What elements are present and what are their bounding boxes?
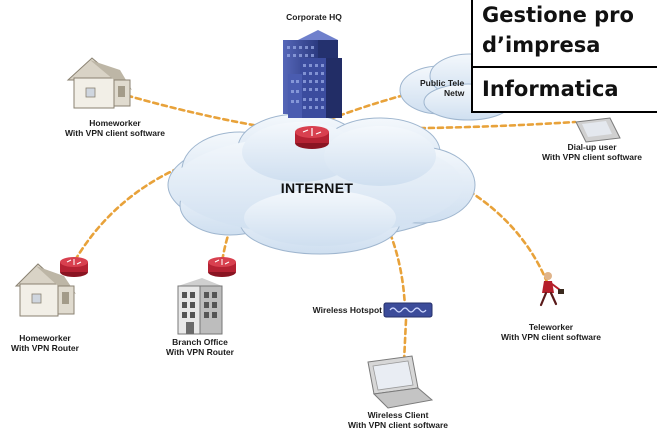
branch-office-building-icon <box>177 278 223 335</box>
homeworker-router-detail: With VPN Router <box>11 343 79 353</box>
homeworker-router-name: Homeworker <box>19 333 71 343</box>
wireless-hotspot-label: Wireless Hotspot <box>312 305 382 315</box>
wireless-client-label: Wireless Client With VPN client software <box>334 410 462 430</box>
wireless-hotspot-icon <box>383 302 433 318</box>
homeworker-top-house-icon <box>66 57 132 109</box>
course-subject-row: Informatica <box>473 68 657 104</box>
teleworker-person-icon <box>539 272 564 307</box>
link-wireless-client <box>402 318 408 364</box>
public-network-line1: Public Tele <box>420 78 465 88</box>
teleworker-label: Teleworker With VPN client software <box>486 322 616 342</box>
dialup-computer-icon <box>575 117 621 143</box>
branch-router-icon <box>208 257 236 277</box>
course-subject: Informatica <box>482 77 619 101</box>
homeworker-top-label: Homeworker With VPN client software <box>50 118 180 138</box>
course-title-line1: Gestione pro <box>482 3 634 27</box>
branch-office-detail: With VPN Router <box>166 347 234 357</box>
hq-router-icon <box>295 126 329 149</box>
teleworker-name: Teleworker <box>528 322 574 332</box>
branch-office-label: Branch Office With VPN Router <box>152 337 248 357</box>
branch-office-name: Branch Office <box>172 337 228 347</box>
internet-label: INTERNET <box>280 180 354 196</box>
corporate-hq-building <box>283 30 342 118</box>
corporate-hq-label: Corporate HQ <box>286 12 342 22</box>
homeworker-router-house-icon <box>14 263 76 317</box>
homeworker-router-label: Homeworker With VPN Router <box>0 333 90 353</box>
homeworker-router-icon <box>60 257 88 277</box>
dialup-user-detail: With VPN client software <box>541 152 643 162</box>
dialup-user-name: Dial-up user <box>567 142 617 152</box>
public-network-label: Public Tele Netw <box>420 78 476 98</box>
course-title-line2: d’impresa <box>482 33 601 57</box>
dialup-user-label: Dial-up user With VPN client software <box>528 142 656 162</box>
wireless-client-detail: With VPN client software <box>347 420 449 430</box>
homeworker-top-name: Homeworker <box>89 118 141 128</box>
homeworker-top-detail: With VPN client software <box>64 128 166 138</box>
wireless-client-name: Wireless Client <box>367 410 429 420</box>
laptop-icon <box>367 355 434 409</box>
course-title-row: Gestione pro d’impresa <box>473 0 657 68</box>
teleworker-detail: With VPN client software <box>500 332 602 342</box>
course-title-box: Gestione pro d’impresa Informatica <box>471 0 657 113</box>
public-network-line2: Netw <box>444 88 465 98</box>
